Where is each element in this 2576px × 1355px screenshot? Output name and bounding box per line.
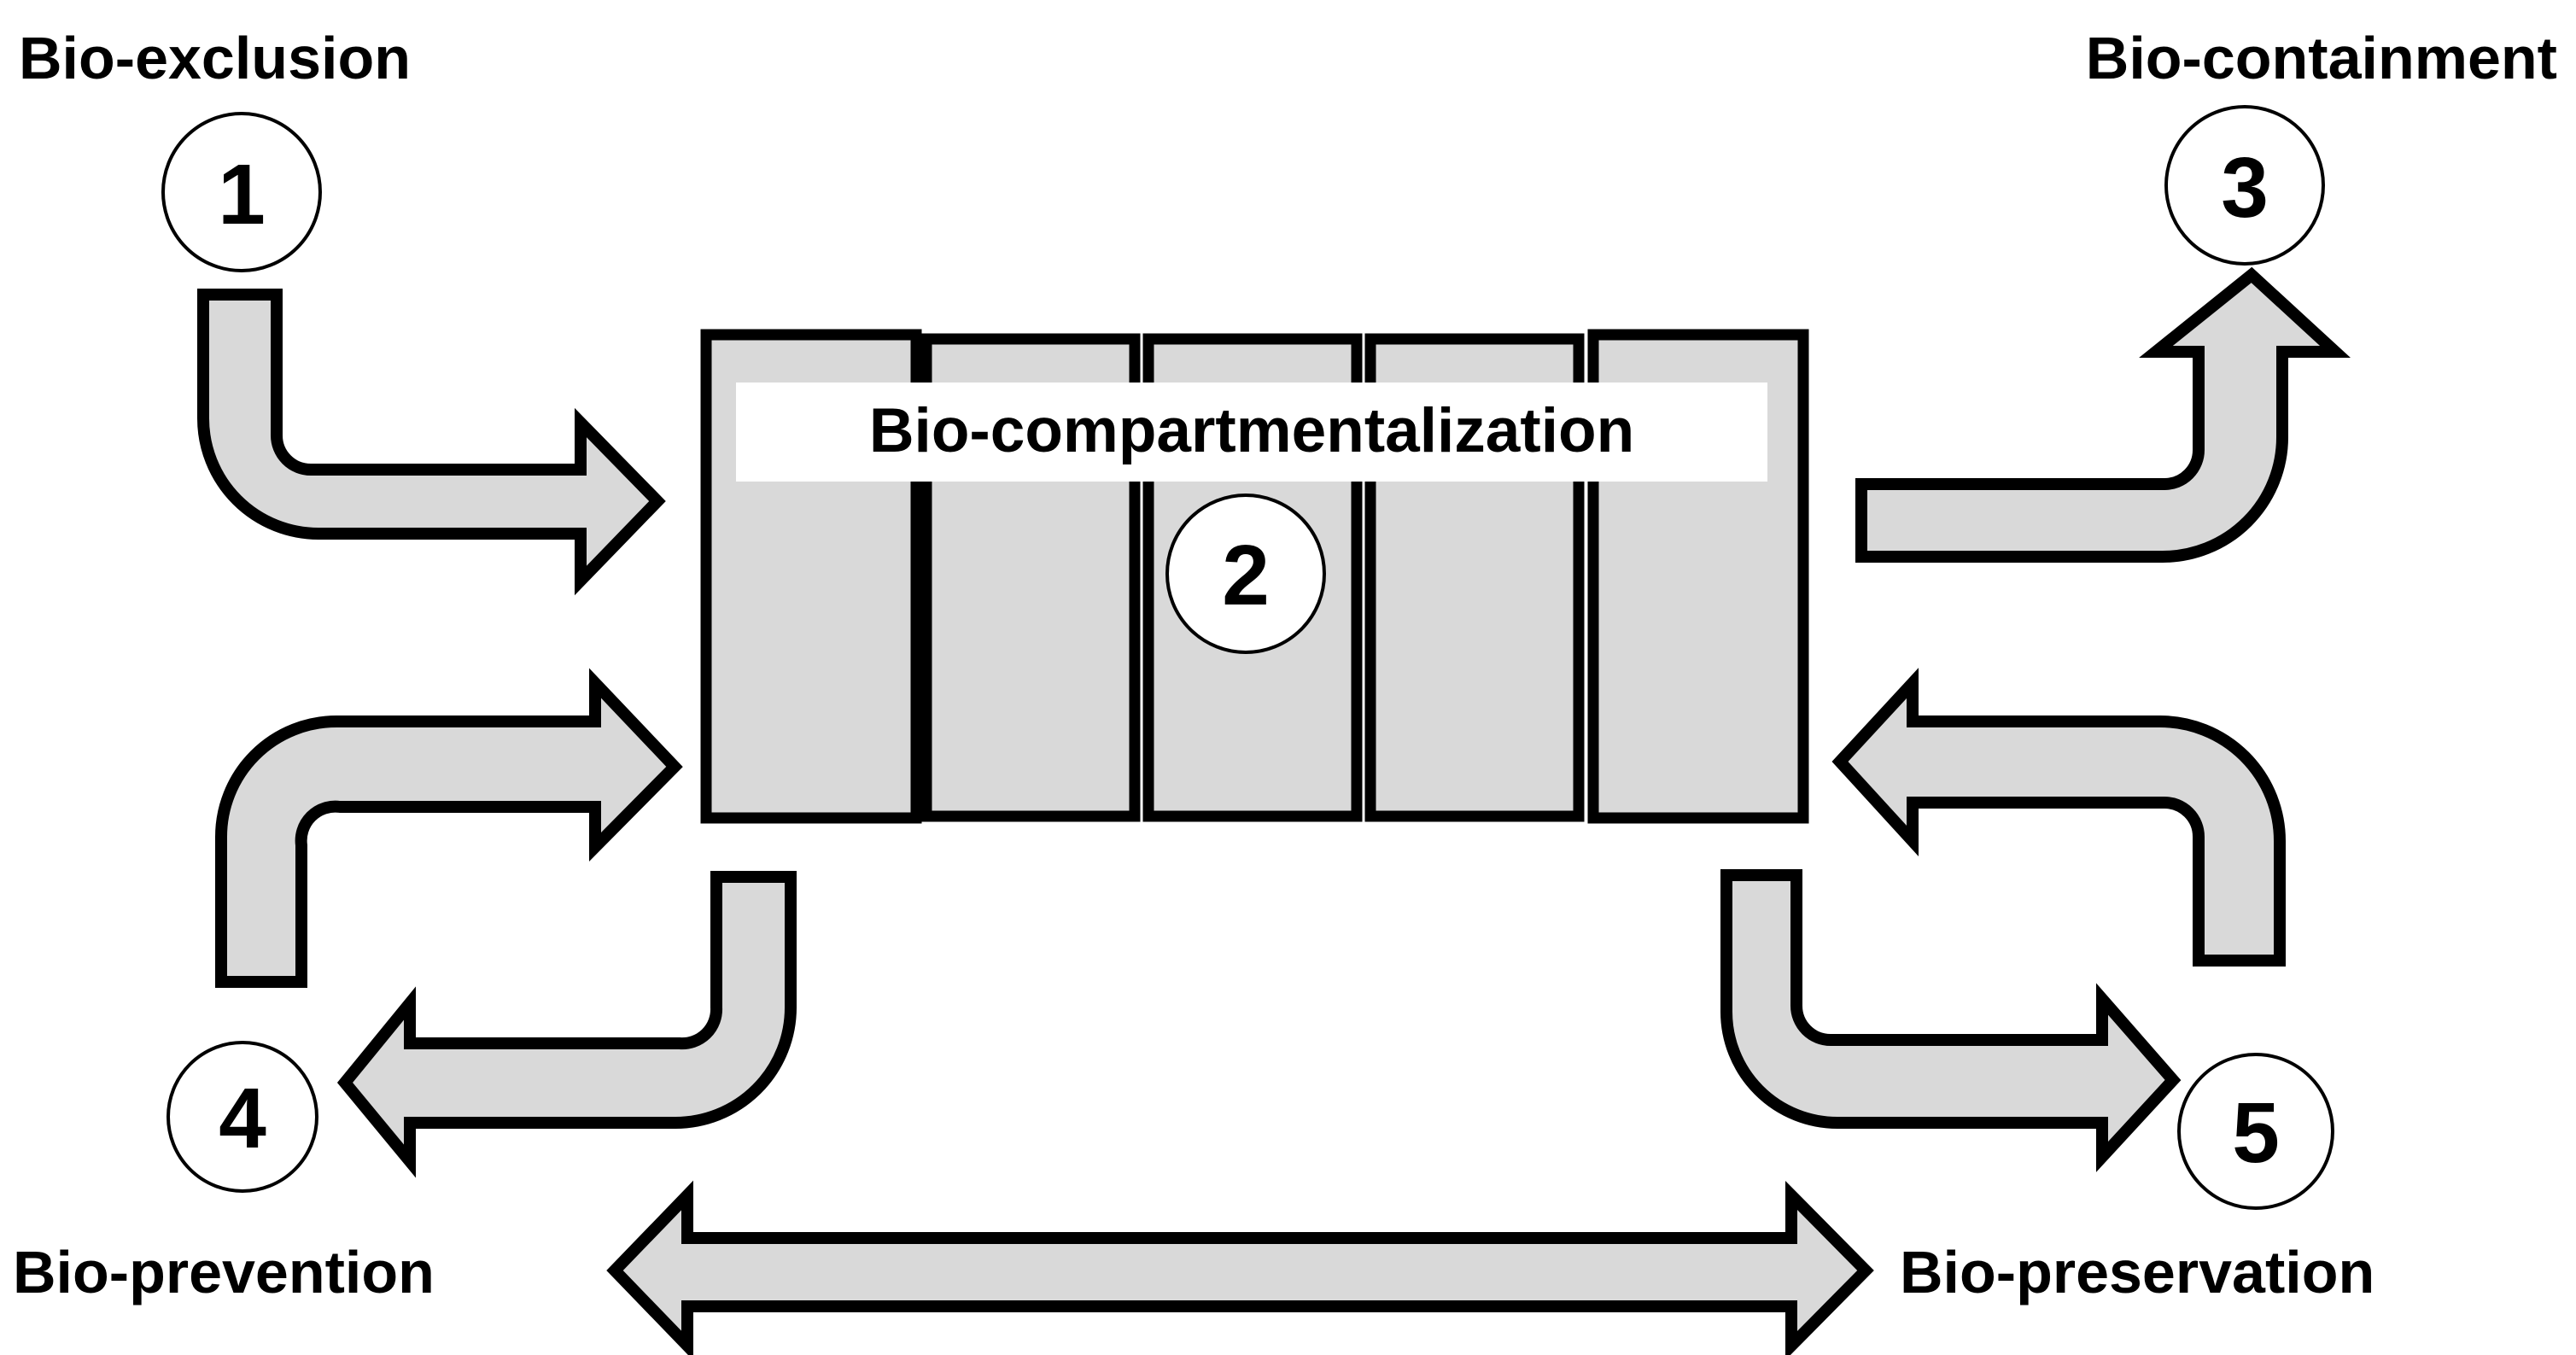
marker-3: 3: [2164, 105, 2325, 266]
marker-2: 2: [1165, 494, 1326, 654]
arrow-bio-containment: [1855, 266, 2351, 563]
arrow-bio-prevention-out: [336, 871, 797, 1178]
arrow-bio-prevention-in: [215, 668, 683, 988]
compartment-banner: [736, 383, 1767, 482]
marker-2-circle: [1165, 494, 1326, 654]
marker-5-number: 5: [2232, 1085, 2280, 1181]
marker-1-circle: [161, 112, 322, 272]
arrow-bio-preservation-in: [1831, 668, 2286, 967]
bio-preservation-label: Bio-preservation: [1900, 1239, 2374, 1305]
bio-compartmentalization-label: Bio-compartmentalization: [869, 396, 1634, 465]
arrow-bio-preservation-out: [1720, 869, 2182, 1172]
bio-exclusion-label: Bio-exclusion: [19, 25, 411, 91]
marker-5: 5: [2177, 1053, 2334, 1210]
arrow-bottom-double: [606, 1180, 1874, 1355]
marker-5-circle: [2177, 1053, 2334, 1210]
marker-4: 4: [166, 1041, 318, 1193]
bio-containment-label: Bio-containment: [2086, 25, 2557, 91]
marker-2-number: 2: [1222, 528, 1270, 623]
marker-1-number: 1: [218, 147, 266, 242]
marker-4-number: 4: [219, 1071, 266, 1166]
bio-prevention-label: Bio-prevention: [13, 1239, 435, 1305]
marker-3-number: 3: [2221, 140, 2269, 236]
marker-4-circle: [166, 1041, 318, 1193]
arrow-bio-exclusion: [197, 289, 666, 596]
marker-1: 1: [161, 112, 322, 272]
marker-3-circle: [2164, 105, 2325, 266]
